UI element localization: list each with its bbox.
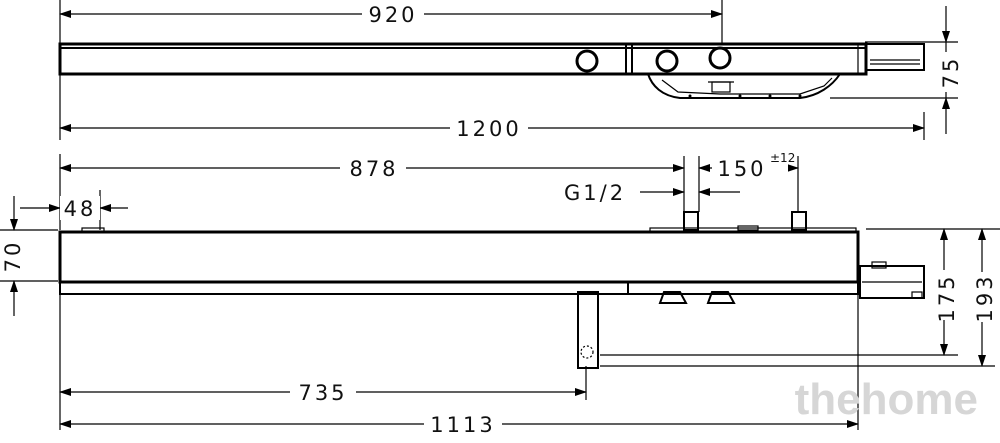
dim-75: 75: [939, 56, 963, 89]
dim-175: 175: [935, 273, 959, 322]
dim-193: 193: [973, 273, 997, 322]
side-view: 878 150 ±12 G1/2 48 70 175 193 735: [0, 148, 1000, 437]
dim-878: 878: [349, 157, 398, 181]
watermark-logo: thehome: [795, 375, 978, 424]
dim-920: 920: [368, 3, 417, 27]
dim-g12: G1/2: [564, 181, 626, 205]
top-view: 920 1200 75: [58, 0, 963, 141]
dim-48: 48: [64, 197, 97, 221]
dim-735: 735: [298, 381, 347, 405]
dim-70: 70: [1, 240, 25, 273]
dim-150-tolerance: ±12: [770, 151, 795, 165]
dim-1113: 1113: [430, 413, 495, 437]
dim-150: 150: [717, 157, 766, 181]
dim-1200: 1200: [456, 117, 521, 141]
